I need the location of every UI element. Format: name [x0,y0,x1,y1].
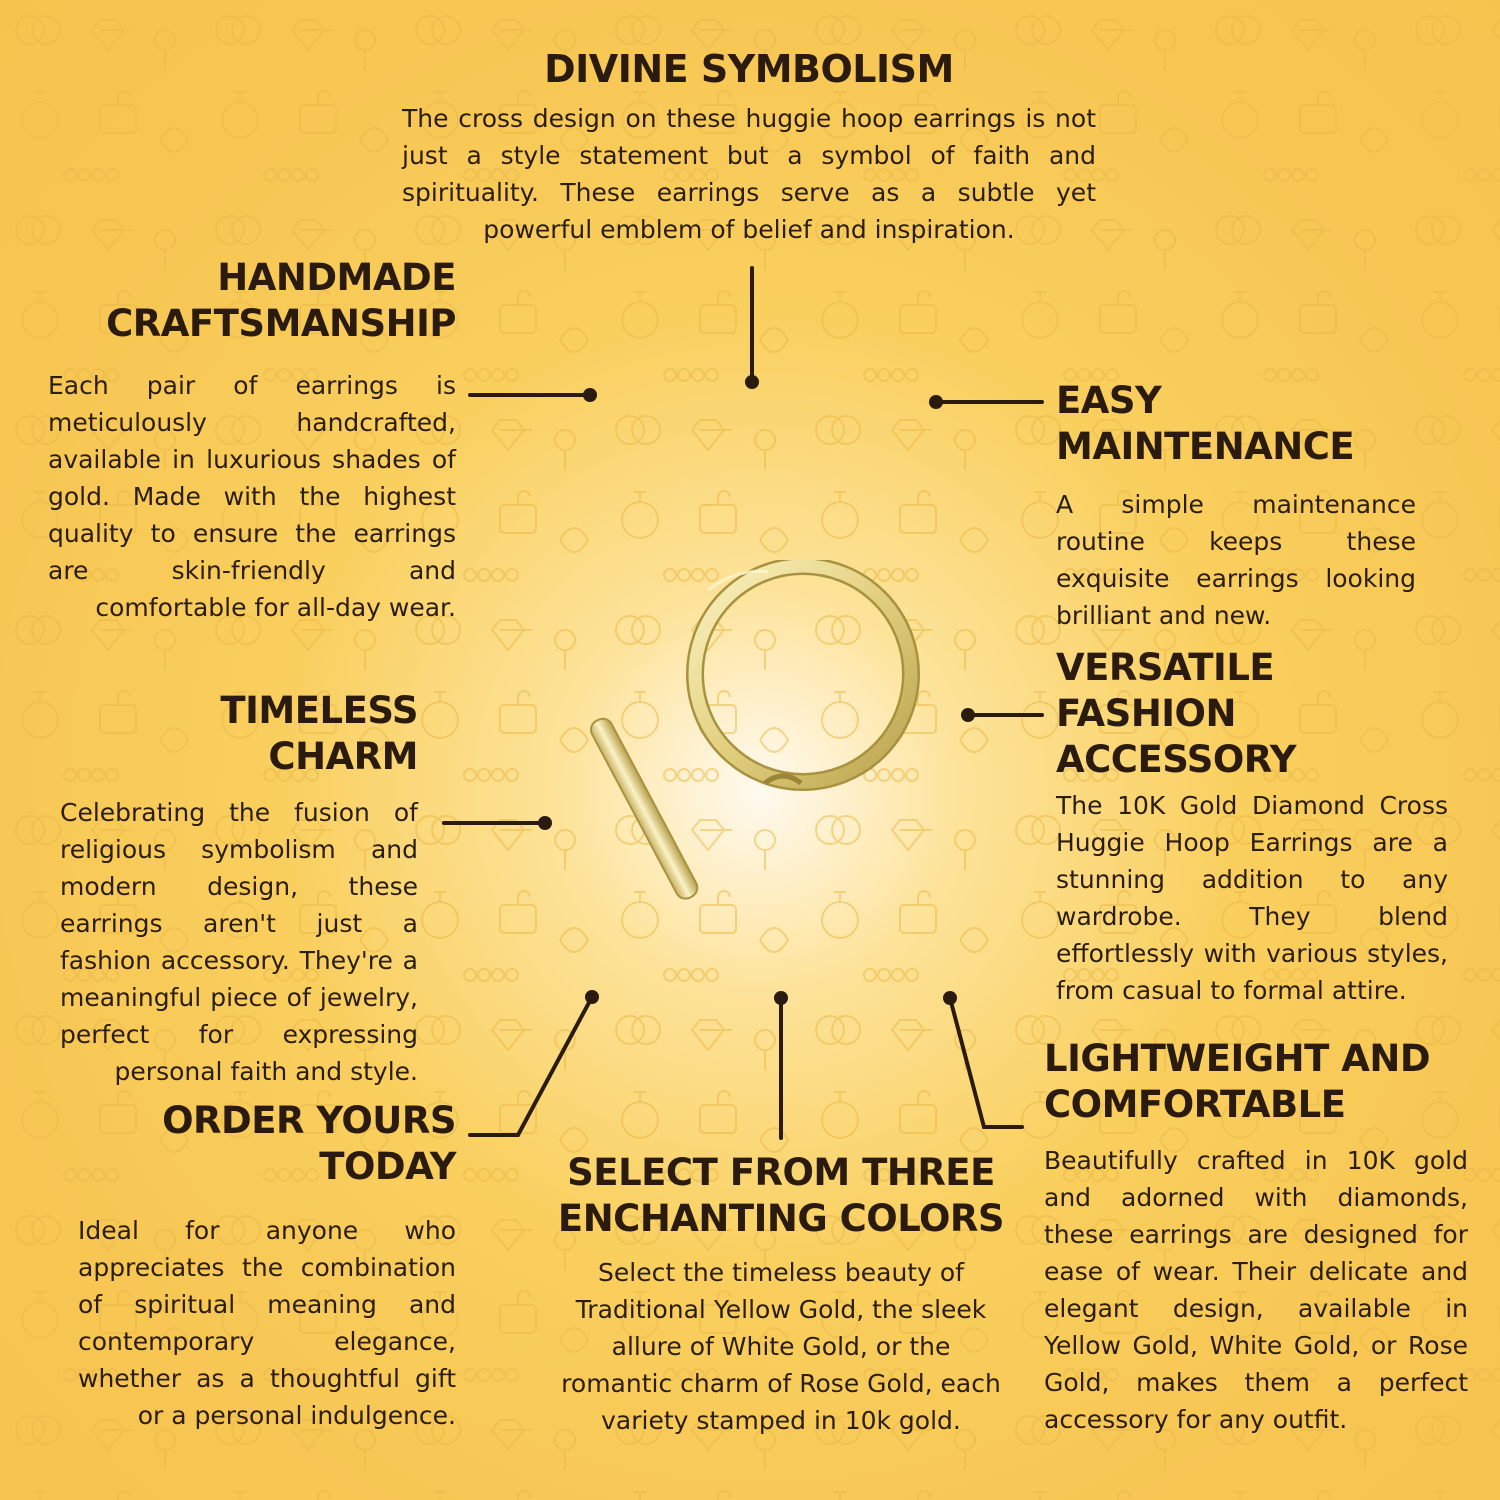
section-handmade-craftsmanship: HANDMADE CRAFTSMANSHIP Each pair of earr… [48,255,457,626]
section-easy-maintenance: EASY MAINTENANCE A simple maintenance ro… [1056,378,1456,634]
connector-dot [961,708,975,722]
connector-dot [583,388,597,402]
versatile-fashion-heading: VERSATILE FASHION ACCESSORY [1056,646,1297,781]
order-yours-today-heading: ORDER YOURS TODAY [162,1099,456,1188]
connector-dot [585,990,599,1004]
timeless-charm-body: Celebrating the fusion of religious symb… [60,798,418,1086]
connector-order [468,995,594,1137]
easy-maintenance-body: A simple maintenance routine keeps these… [1056,490,1416,630]
enchanting-colors-heading: SELECT FROM THREE ENCHANTING COLORS [557,1151,1005,1240]
enchanting-colors-body: Select the timeless beauty of Traditiona… [561,1258,1001,1435]
connector-lightweight [948,996,1024,1129]
section-enchanting-colors: SELECT FROM THREE ENCHANTING COLORS Sele… [554,1150,1008,1439]
connector-dot [538,816,552,830]
section-order-yours-today: ORDER YOURS TODAY Ideal for anyone who a… [28,1098,457,1434]
connector-dot [929,395,943,409]
divine-symbolism-heading: DIVINE SYMBOLISM [544,47,954,91]
order-yours-today-body: Ideal for anyone who appreciates the com… [78,1216,456,1430]
connector-dot [943,991,957,1005]
lightweight-comfortable-heading: LIGHTWEIGHT AND COMFORTABLE [1044,1037,1431,1126]
handmade-craftsmanship-body: Each pair of earrings is meticulously ha… [48,371,456,622]
section-versatile-fashion-accessory: VERSATILE FASHION ACCESSORY The 10K Gold… [1056,645,1456,1009]
versatile-fashion-body: The 10K Gold Diamond Cross Huggie Hoop E… [1056,791,1448,1005]
section-divine-symbolism: DIVINE SYMBOLISM The cross design on the… [402,46,1096,248]
handmade-craftsmanship-heading: HANDMADE CRAFTSMANSHIP [106,256,456,345]
connector-dot [745,375,759,389]
timeless-charm-heading: TIMELESS CHARM [220,689,418,778]
section-timeless-charm: TIMELESS CHARM Celebrating the fusion of… [60,688,419,1090]
divine-symbolism-body: The cross design on these huggie hoop ea… [402,104,1096,244]
lightweight-comfortable-body: Beautifully crafted in 10K gold and ador… [1044,1146,1468,1434]
easy-maintenance-heading: EASY MAINTENANCE [1056,379,1355,468]
gold-hoop-earrings-image [590,560,920,900]
section-lightweight-comfortable: LIGHTWEIGHT AND COMFORTABLE Beautifully … [1044,1036,1468,1438]
connector-dot [774,991,788,1005]
